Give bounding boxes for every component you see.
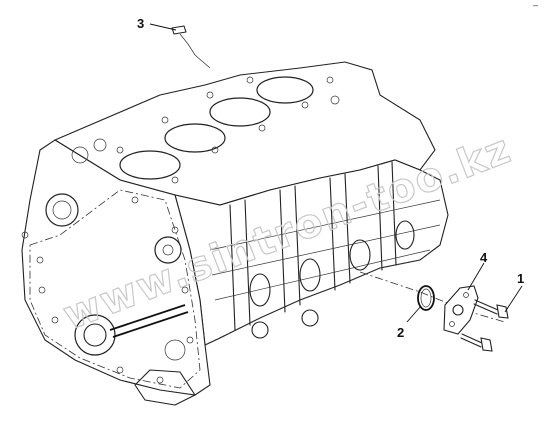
callout-2: 2 [397, 325, 404, 340]
cylinder-bore-3 [209, 97, 271, 127]
cylinder-bore-1 [119, 150, 181, 180]
callout-3: 3 [137, 16, 144, 31]
cylinder-bore-2 [164, 123, 226, 153]
engine-block [21, 61, 449, 406]
cylinder-bore-4 [256, 76, 314, 104]
side-wall-ribs [209, 161, 441, 331]
front-cover-gasket [29, 189, 201, 389]
leader-lines [149, 23, 523, 323]
explode-axis [359, 271, 506, 323]
deck-bolt-holes [116, 76, 340, 184]
front-lower-housing [134, 369, 196, 406]
oil-pan-flange [204, 244, 441, 346]
leader-3 [149, 23, 177, 31]
rib-bosses [249, 220, 415, 339]
callout-4: 4 [480, 250, 488, 265]
leader-1 [504, 285, 523, 313]
part-3-plug [171, 25, 211, 69]
front-face-features [45, 138, 189, 361]
part-1-bolts [460, 299, 509, 352]
front-face-bolt-holes [21, 196, 194, 384]
part-4-cover-plate [443, 285, 479, 335]
callout-1: 1 [517, 271, 524, 286]
part-2-o-ring [417, 285, 435, 311]
leader-2 [406, 305, 422, 323]
leader-4 [467, 262, 485, 291]
corner-mark: – [533, 0, 538, 10]
cylinder-bores [119, 76, 314, 180]
